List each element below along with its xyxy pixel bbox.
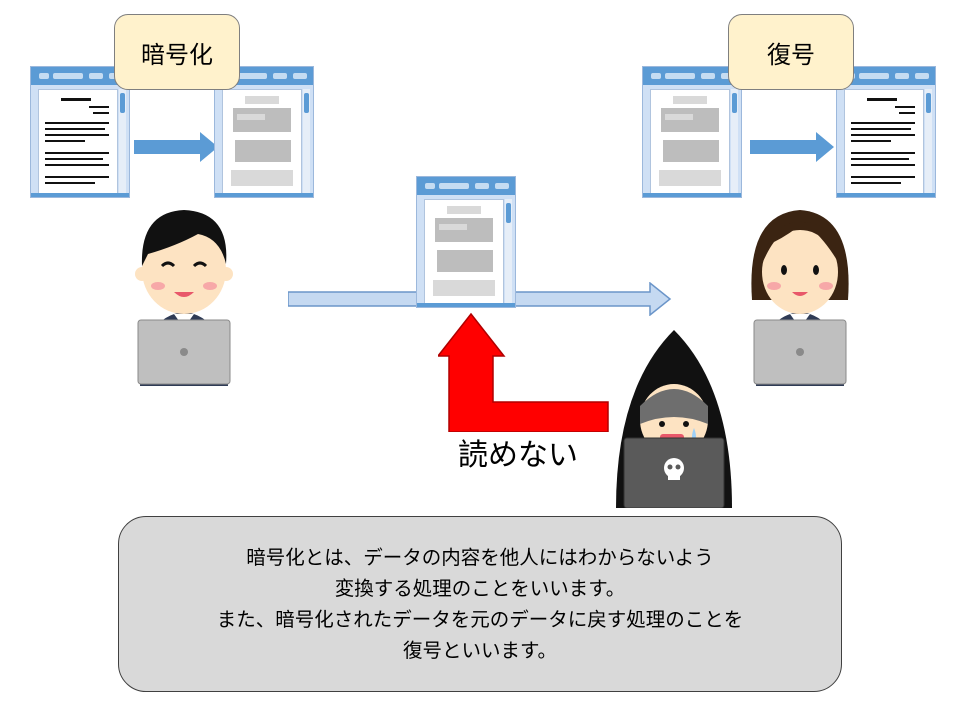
caption-line-3: また、暗号化されたデータを元のデータに戻す処理のことを xyxy=(216,608,744,631)
interception-arrow-icon xyxy=(438,312,609,432)
hooded-hacker-icon xyxy=(616,330,732,508)
encrypt-label-text: 暗号化 xyxy=(141,40,213,69)
encrypt-arrow-icon xyxy=(134,132,218,162)
caption-line-4: 復号といいます。 xyxy=(402,639,558,662)
received-encrypted-document-icon xyxy=(642,66,742,198)
explanation-box: 暗号化とは、データの内容を他人にはわからないよう 変換する処理のことをいいます。… xyxy=(118,516,842,692)
intercepted-document-icon xyxy=(416,176,516,308)
plain-document-icon xyxy=(30,66,130,198)
man-with-laptop-icon xyxy=(135,210,233,386)
decrypted-document-icon xyxy=(836,66,936,198)
encrypt-label: 暗号化 xyxy=(114,14,240,90)
decrypt-arrow-icon xyxy=(750,132,834,162)
cannot-read-label: 読めない xyxy=(458,438,578,473)
decrypt-label-text: 復号 xyxy=(767,40,815,69)
encrypted-document-icon xyxy=(214,66,314,198)
woman-with-laptop-icon xyxy=(751,210,849,386)
caption-line-1: 暗号化とは、データの内容を他人にはわからないよう xyxy=(246,546,714,569)
caption-line-2: 変換する処理のことをいいます。 xyxy=(334,577,626,600)
decrypt-label: 復号 xyxy=(728,14,854,90)
